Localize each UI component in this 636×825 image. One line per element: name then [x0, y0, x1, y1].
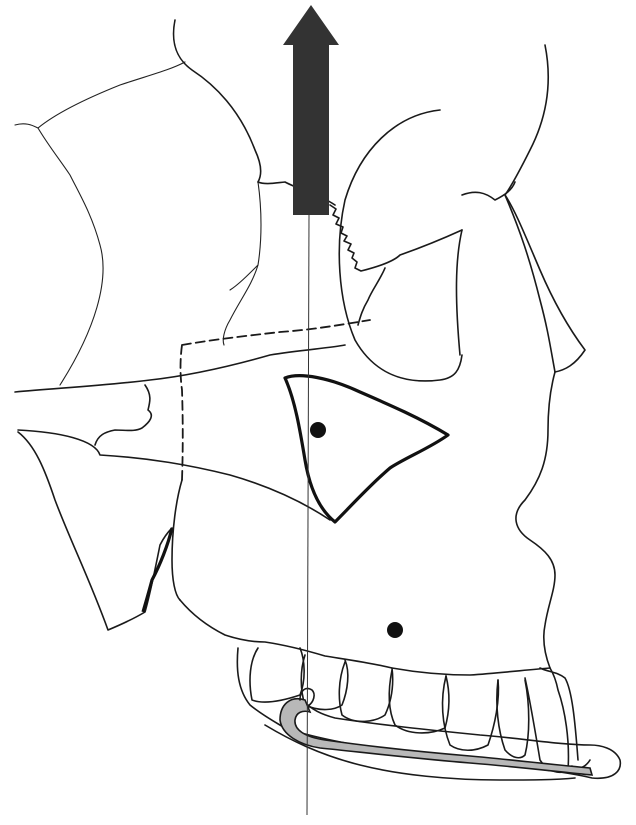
temporal-line	[223, 182, 261, 345]
frontozygomatic-suture	[330, 205, 462, 271]
coronoid-notch	[143, 528, 172, 612]
zygomatic-suture	[358, 268, 385, 325]
maxilla-dot	[387, 622, 403, 638]
maxilla-posterior	[172, 480, 182, 600]
parietal-suture	[38, 128, 103, 385]
pterion-line	[230, 265, 258, 290]
molar-2	[301, 655, 348, 710]
forehead-outline	[505, 45, 548, 195]
maxilla-anterior	[516, 372, 555, 668]
dashed-maxilla-boundary	[181, 320, 371, 480]
cranial-vault-outline	[174, 20, 261, 182]
center-of-resistance-dot	[310, 422, 326, 438]
upward-force-arrow	[283, 5, 339, 215]
premolar-2	[389, 670, 449, 733]
frontal-left-line	[15, 62, 185, 128]
incisor-central	[525, 668, 568, 772]
incisor-lateral	[497, 680, 529, 758]
temporal-process	[95, 385, 151, 445]
incisor-tip	[540, 668, 578, 760]
orbit-rim	[339, 110, 462, 381]
reference-vertical-line	[307, 215, 309, 815]
frontonasal-line	[505, 195, 555, 372]
alveolar-ridge	[180, 600, 550, 675]
mandible-ramus	[18, 432, 172, 630]
bold-triangle-region	[285, 376, 448, 522]
molar-1	[250, 648, 304, 702]
orbit-inner	[456, 230, 462, 355]
nasal-bone	[505, 195, 585, 372]
canine	[443, 676, 499, 750]
zygomatic-arch-lower	[18, 430, 330, 520]
